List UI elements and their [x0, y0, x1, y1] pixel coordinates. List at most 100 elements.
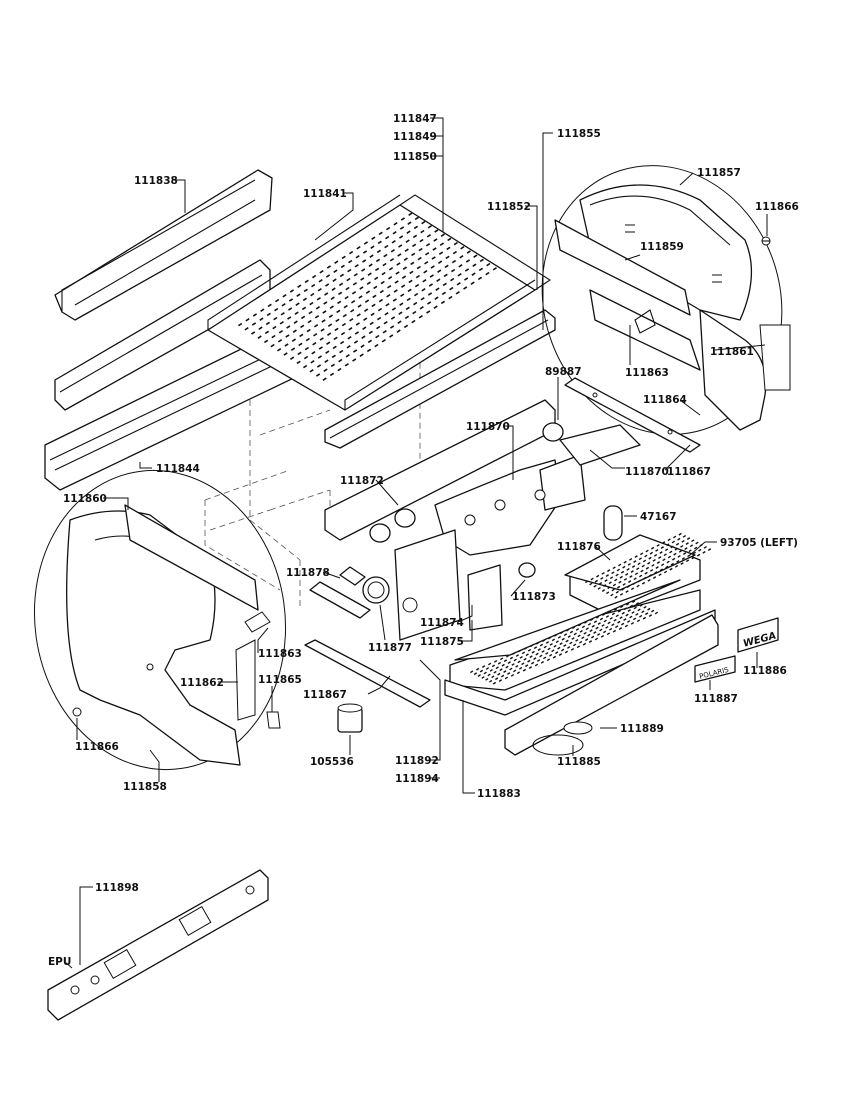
perforation-slot: [383, 253, 388, 258]
label-111894: 111894: [395, 773, 439, 785]
perforation-slot: [565, 628, 570, 632]
perforation-slot: [654, 571, 658, 574]
perforation-slot: [599, 628, 603, 632]
perforation-slot: [349, 318, 354, 322]
drip-channel-part: [324, 309, 556, 449]
perforation-slot: [414, 216, 419, 221]
perforation-slot: [345, 354, 350, 358]
perforation-slot: [563, 633, 568, 637]
perforation-slot: [576, 645, 581, 649]
perforation-slot: [658, 556, 662, 559]
perforation-slot: [377, 316, 382, 321]
perforation-slot: [446, 246, 451, 251]
perforation-slot: [689, 544, 694, 548]
perforation-slot: [375, 267, 380, 272]
perforation-slot: [522, 668, 527, 672]
perforation-slot: [334, 260, 339, 264]
perforation-slot: [649, 551, 653, 555]
label-111873: 111873: [512, 591, 556, 603]
front-bar-part: [504, 614, 719, 756]
perforation-slot: [350, 309, 355, 313]
perforation-slot: [366, 281, 371, 285]
perforation-slot: [591, 635, 595, 639]
screw-lower-part: [72, 707, 82, 717]
perforation-slot: [331, 287, 336, 291]
perforation-slot: [567, 646, 571, 649]
perforation-slot: [325, 283, 330, 287]
bracket-rail-upper-part: [564, 377, 701, 453]
perforation-slot: [351, 300, 356, 304]
perforation-slot: [466, 250, 471, 254]
perforation-slot: [619, 592, 624, 596]
perforation-slot: [405, 306, 410, 311]
perforation-slot: [400, 293, 405, 297]
perforation-slot: [641, 581, 646, 585]
perforation-slot: [251, 322, 257, 326]
perforation-slot: [571, 637, 575, 640]
perforation-slot: [612, 583, 617, 587]
switch-panel-part: [309, 566, 371, 619]
perforation-slot: [345, 286, 350, 291]
perforation-slot: [272, 325, 277, 330]
perforation-slot: [638, 574, 643, 578]
perforation-slot: [613, 607, 618, 611]
perforation-slot: [354, 331, 360, 335]
perforation-slot: [647, 578, 651, 582]
perforation-slot: [372, 294, 377, 299]
perforation-slot: [515, 654, 520, 657]
perforation-slot: [464, 268, 470, 272]
perforation-slot: [304, 346, 310, 351]
perforation-slot: [348, 259, 353, 264]
perforation-slot: [373, 285, 378, 290]
control-chassis-part: [324, 399, 641, 556]
perforation-slot: [325, 274, 331, 278]
perforation-slot: [434, 229, 439, 233]
label-111875: 111875: [420, 636, 464, 648]
perforation-slot: [394, 280, 399, 284]
perforation-slot: [321, 319, 326, 323]
perforation-slot: [567, 635, 571, 638]
perforation-slot: [281, 303, 286, 307]
perforation-slot: [422, 279, 427, 283]
perforation-slot: [335, 318, 340, 323]
perforation-slot: [479, 669, 484, 673]
perforation-slot: [582, 642, 587, 646]
perforation-slot: [677, 537, 681, 541]
perforation-slot: [303, 364, 308, 369]
perforation-slot: [260, 308, 265, 312]
label-111878: 111878: [286, 567, 330, 579]
perforation-slot: [611, 588, 615, 592]
perforation-slot: [428, 283, 434, 287]
perforation-slot: [600, 634, 605, 638]
label-111861: 111861: [710, 346, 754, 358]
perforation-slot: [407, 221, 412, 225]
perforation-slot: [639, 552, 644, 556]
perforation-slot: [614, 578, 618, 582]
perforation-slot: [602, 613, 606, 616]
label-111872: 111872: [340, 475, 384, 487]
perforation-slot: [326, 341, 331, 345]
perforation-slot: [495, 677, 499, 681]
perforation-slot: [589, 618, 594, 622]
perforation-slot: [645, 566, 650, 570]
perforation-slot: [297, 351, 302, 356]
perforation-slot: [444, 264, 449, 269]
perforation-slot: [686, 537, 691, 540]
perforation-slot: [585, 638, 589, 642]
perforation-slot: [279, 321, 284, 325]
perforation-slot: [678, 549, 683, 553]
perforation-slot: [292, 329, 297, 333]
perforation-slot: [289, 289, 295, 293]
perforation-slot: [384, 244, 389, 249]
perforation-slot: [317, 355, 323, 359]
perforation-slot: [327, 332, 332, 336]
perforation-slot: [633, 560, 637, 563]
perforation-slot: [637, 562, 641, 566]
perforation-slot: [388, 276, 393, 280]
perforation-slot: [531, 650, 535, 654]
perforation-slot: [605, 615, 610, 618]
perforation-slot: [601, 624, 605, 627]
perforation-slot: [283, 352, 288, 356]
perforation-slot: [587, 622, 592, 626]
label-111858: 111858: [123, 781, 167, 793]
